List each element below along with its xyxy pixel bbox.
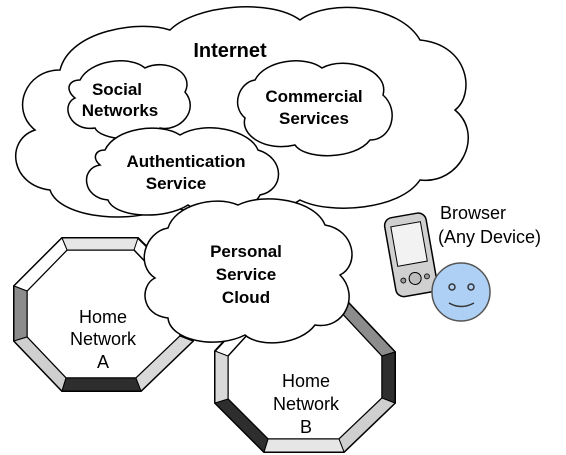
commercial-services-cloud: Commercial Services <box>236 60 393 157</box>
home-network-a-label-3: A <box>97 352 109 372</box>
social-networks-cloud: Social Networks <box>67 60 191 140</box>
authentication-service-label-2: Service <box>146 174 207 193</box>
personal-service-cloud: Personal Service Cloud <box>143 198 353 344</box>
personal-service-label-1: Personal <box>210 242 282 261</box>
social-networks-label-2: Networks <box>82 101 159 120</box>
home-network-b-label-2: Network <box>273 394 340 414</box>
social-networks-label-1: Social <box>92 80 142 99</box>
home-network-a-label-1: Home <box>79 307 127 327</box>
authentication-service-label-1: Authentication <box>127 152 246 171</box>
browser-label-1: Browser <box>440 203 506 223</box>
handheld-device-icon <box>383 212 439 298</box>
home-network-a-label-2: Network <box>70 329 137 349</box>
internet-label: Internet <box>193 40 267 62</box>
commercial-services-label-1: Commercial <box>265 87 362 106</box>
browser-label-2: (Any Device) <box>438 227 541 247</box>
home-network-b-label-3: B <box>300 417 312 437</box>
personal-service-label-2: Service <box>216 265 277 284</box>
authentication-service-cloud: Authentication Service <box>85 127 280 216</box>
commercial-services-label-2: Services <box>279 109 349 128</box>
home-network-a: Home Network A <box>13 237 194 392</box>
home-network-b-label-1: Home <box>282 371 330 391</box>
personal-service-label-3: Cloud <box>222 288 270 307</box>
user-face-icon <box>431 262 491 322</box>
